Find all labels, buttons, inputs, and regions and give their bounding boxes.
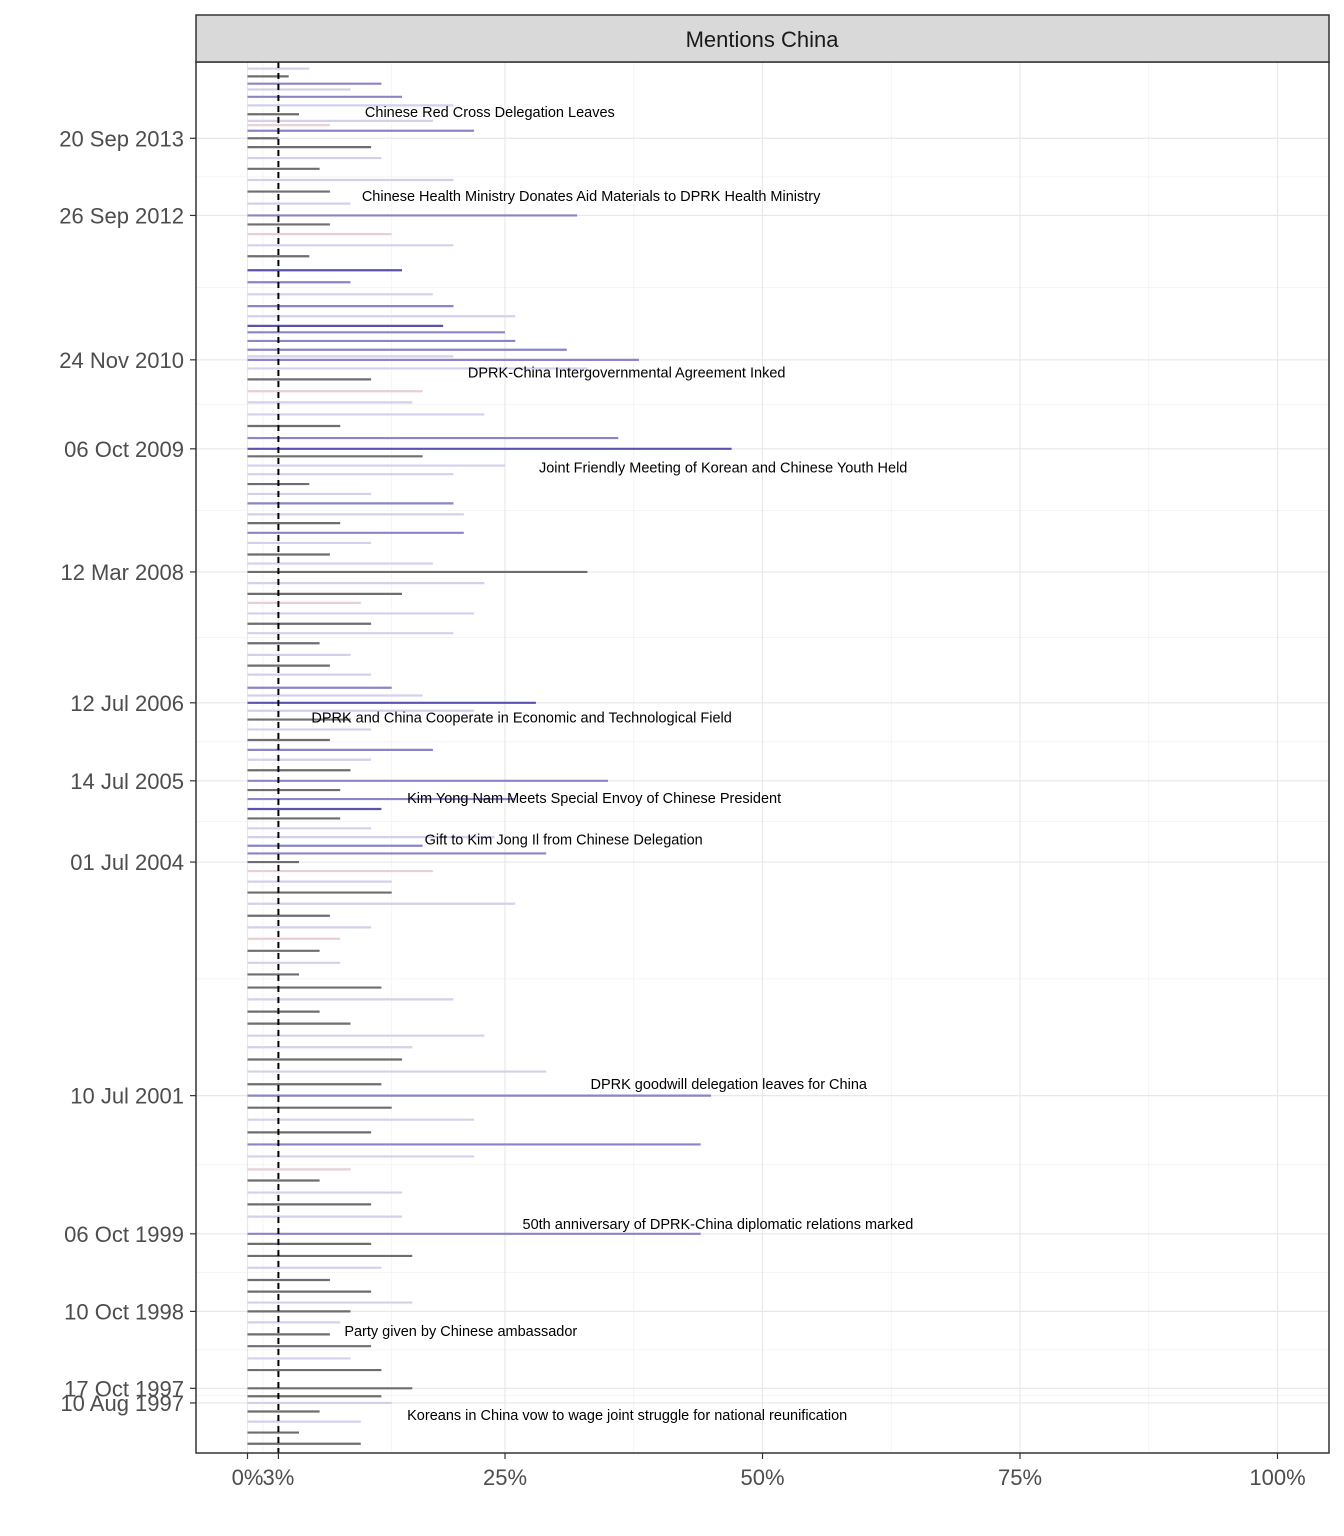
annotation-label: DPRK goodwill delegation leaves for Chin… <box>590 1077 867 1093</box>
x-tick-label: 0% <box>232 1465 264 1490</box>
y-tick-label: 06 Oct 1999 <box>64 1222 184 1247</box>
x-tick-label: 3% <box>263 1465 295 1490</box>
annotation-label: Party given by Chinese ambassador <box>344 1324 577 1340</box>
y-tick-label: 12 Jul 2006 <box>70 691 184 716</box>
facet-strip <box>195 14 1330 63</box>
y-tick-label: 12 Mar 2008 <box>60 560 184 585</box>
y-tick-label: 01 Jul 2004 <box>70 850 184 875</box>
x-tick-label: 25% <box>483 1465 527 1490</box>
y-tick-label: 20 Sep 2013 <box>59 126 184 151</box>
annotation-label: Joint Friendly Meeting of Korean and Chi… <box>539 461 907 477</box>
annotation-label: Gift to Kim Jong Il from Chinese Delegat… <box>425 832 703 848</box>
annotation-label: Kim Yong Nam Meets Special Envoy of Chin… <box>407 791 781 807</box>
facet-title: Mentions China <box>686 27 840 52</box>
y-tick-label: 10 Jul 2001 <box>70 1084 184 1109</box>
annotation-label: Chinese Health Ministry Donates Aid Mate… <box>362 189 821 205</box>
annotation-label: Chinese Red Cross Delegation Leaves <box>365 105 615 121</box>
x-axis: 0%3% 25% 50% 75% 100% <box>232 1453 1306 1490</box>
annotation-label: DPRK-China Intergovernmental Agreement I… <box>468 366 786 382</box>
y-tick-label: 06 Oct 2009 <box>64 437 184 462</box>
annotation-label: 50th anniversary of DPRK-China diplomati… <box>523 1217 914 1233</box>
x-tick-label: 100% <box>1249 1465 1305 1490</box>
bars-layer <box>247 67 732 1445</box>
y-tick-label: 24 Nov 2010 <box>59 348 184 373</box>
y-tick-label: 10 Aug 1997 <box>60 1391 184 1416</box>
annotations-layer: Chinese Red Cross Delegation LeavesChine… <box>311 105 913 1424</box>
y-axis: 20 Sep 2013 26 Sep 2012 24 Nov 2010 06 Oct … <box>59 126 196 1416</box>
y-tick-label: 26 Sep 2012 <box>59 203 184 228</box>
x-tick-label: 75% <box>998 1465 1042 1490</box>
y-tick-label: 10 Oct 1998 <box>64 1299 184 1324</box>
annotation-label: Koreans in China vow to wage joint strug… <box>407 1408 847 1424</box>
annotation-label: DPRK and China Cooperate in Economic and… <box>311 710 731 726</box>
y-tick-label: 14 Jul 2005 <box>70 769 184 794</box>
y-tick-label: 17 Oct 1997 <box>64 1376 184 1401</box>
x-tick-label: 50% <box>740 1465 784 1490</box>
